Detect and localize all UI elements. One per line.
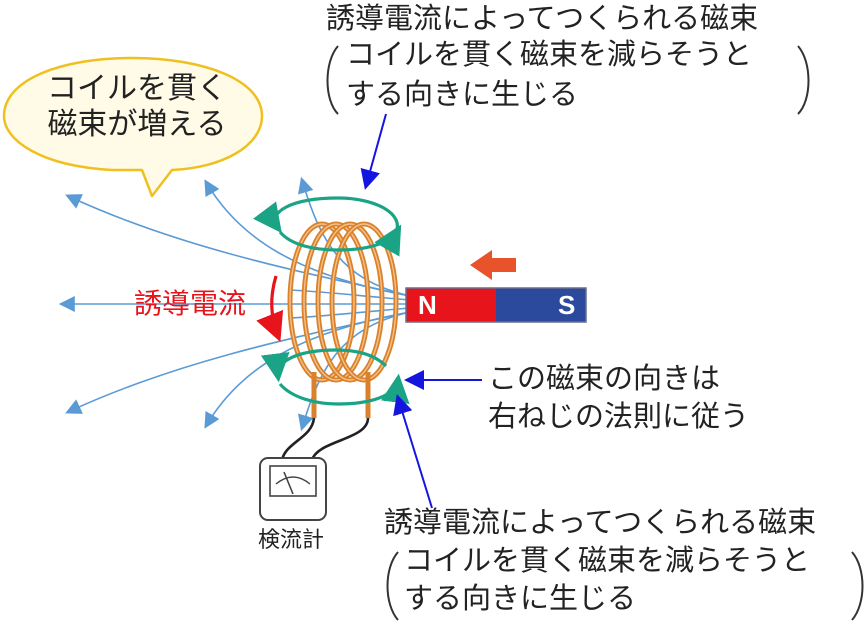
bottom-annotation-arrow	[393, 394, 433, 509]
top-annotation-left-bracket	[326, 45, 339, 115]
bottom-annotation-line-1: 誘導電流によってつくられる磁束	[384, 505, 817, 539]
top-annotation-line-3: する向きに生じる	[346, 77, 579, 111]
top-annotation-right-bracket	[797, 45, 810, 115]
induced-current-arrow	[256, 275, 284, 342]
bottom-annotation-left-bracket	[386, 551, 399, 621]
galvanometer-needle	[283, 471, 294, 495]
top-annotation-line-2: コイルを貫く磁束を減らそうと	[346, 37, 753, 71]
top-annotation-arrow	[360, 113, 387, 190]
induced-current-label: 誘導電流	[134, 287, 247, 320]
flux-loop-upper	[253, 196, 402, 257]
magnet-south-label: S	[558, 290, 576, 320]
field-line	[204, 179, 411, 297]
bottom-annotation-line-2: コイルを貫く磁束を減らそうと	[404, 543, 811, 577]
bubble-line-2: 磁束が増える	[47, 107, 227, 142]
galvanometer	[259, 457, 327, 521]
magnet-south-pole	[496, 288, 586, 322]
bottom-annotation-line-3: する向きに生じる	[404, 581, 637, 615]
bottom-annotation-right-bracket	[851, 551, 864, 621]
coil	[287, 221, 399, 418]
speech-bubble	[2, 56, 264, 198]
bar-magnet	[405, 287, 587, 323]
flux-loop-lower	[260, 348, 410, 406]
magnet-north-label: N	[418, 290, 437, 320]
bubble-line-1: コイルを貫く	[47, 71, 227, 106]
field-line	[298, 311, 411, 432]
magnet-north-pole	[406, 288, 496, 322]
right-annotation-line-2: 右ねじの法則に従う	[488, 399, 750, 433]
galvanometer-wires	[280, 417, 370, 461]
galvanometer-label: 検流計	[258, 528, 325, 553]
galvanometer-scale	[275, 476, 311, 485]
motion-arrow	[470, 250, 516, 280]
top-annotation-line-1: 誘導電流によってつくられる磁束	[326, 1, 759, 35]
right-annotation-line-1: この磁束の向きは	[488, 361, 721, 395]
